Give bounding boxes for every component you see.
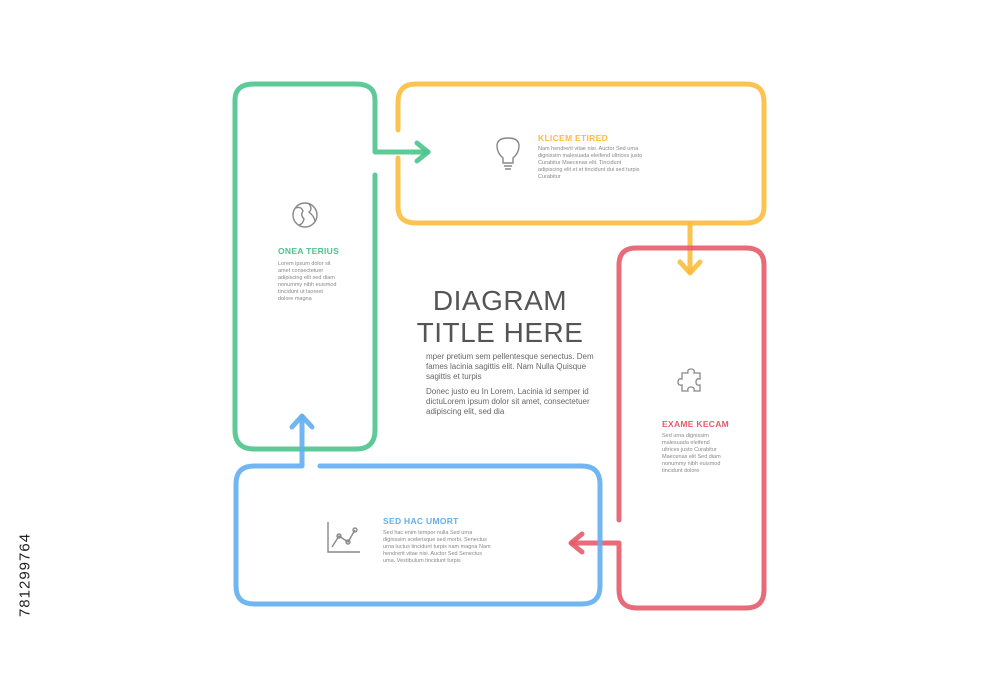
green-box-outline	[232, 81, 431, 452]
yellow-arrowhead	[677, 259, 703, 276]
blue-box-body: Sed hac enim tempor nulla Sed urna digni…	[383, 530, 491, 564]
globe-icon	[292, 202, 318, 228]
green-arrowhead	[414, 140, 431, 164]
chart-icon	[327, 522, 360, 553]
center-paragraph-2: Donec justo eu In Lorem. Lacinia id semp…	[426, 387, 590, 416]
blue-box-outline	[233, 414, 603, 607]
yellow-box-body: Nam hendrerit vitae nisi. Auctor Sed urn…	[538, 146, 643, 180]
green-box-body: Lorem ipsum dolor sit amet consectetuer …	[278, 261, 337, 302]
red-box-body: Sed urna dignissim malesuada eleifend ul…	[662, 433, 721, 474]
title-line-2: TITLE HERE	[416, 317, 584, 348]
blue-box-title: SED HAC UMORT	[383, 516, 459, 526]
stock-id-text: 781299764	[16, 532, 34, 618]
red-box-title: EXAME KECAM	[662, 419, 730, 429]
puzzle-icon	[677, 368, 701, 392]
diagram-title: DIAGRAM TITLE HERE	[400, 285, 600, 349]
red-arrowhead	[568, 531, 585, 555]
red-box-outline	[569, 245, 767, 611]
yellow-box-outline	[395, 81, 767, 226]
green-box-title: ONEA TERIUS	[278, 246, 340, 256]
title-line-1: DIAGRAM	[432, 285, 568, 316]
center-paragraph-1: mper pretium sem pellentesque senectus. …	[426, 352, 594, 381]
blue-arrowhead	[289, 413, 315, 430]
stock-id-label: 781299764	[10, 460, 40, 690]
lightbulb-icon	[496, 137, 520, 170]
yellow-box-title: KLICEM ETIRED	[538, 133, 609, 143]
